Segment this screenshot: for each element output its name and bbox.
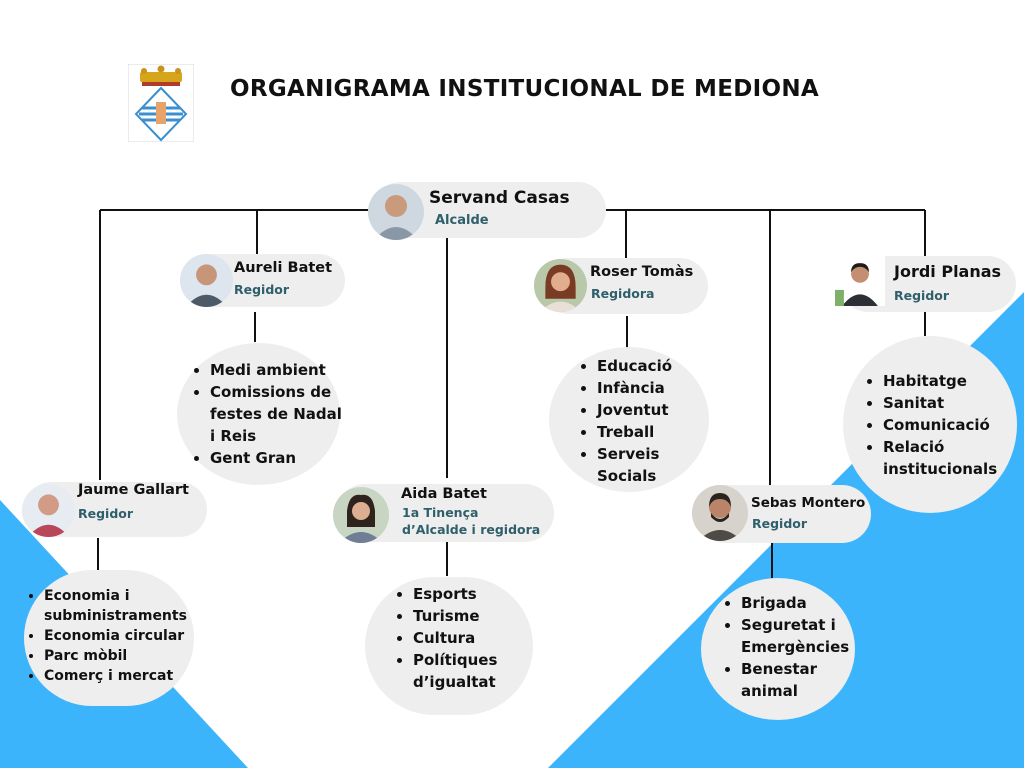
- area-item: Benestar animal: [741, 658, 871, 702]
- aureli-areas: Medi ambient Comissions de festes de Nad…: [177, 343, 342, 485]
- area-item: Polítiques d’igualtat: [413, 649, 543, 693]
- area-item: Relació institucionals: [883, 436, 1024, 480]
- aureli-avatar: [180, 254, 233, 307]
- area-item: Cultura: [413, 627, 543, 649]
- jaume-areas: Economia i subministraments Economia cir…: [24, 570, 194, 706]
- aida-areas: Esports Turisme Cultura Polítiques d’igu…: [365, 577, 533, 715]
- page-title: ORGANIGRAMA INSTITUCIONAL DE MEDIONA: [230, 76, 819, 102]
- area-item: Serveis Socials: [597, 443, 723, 487]
- aida-role-line2: d’Alcalde i regidora: [402, 522, 541, 537]
- mayor-name: Servand Casas: [429, 188, 570, 208]
- area-item: Educació: [597, 355, 723, 377]
- jordi-avatar: [835, 256, 885, 306]
- area-item: Turisme: [413, 605, 543, 627]
- roser-role: Regidora: [591, 286, 655, 301]
- jaume-role: Regidor: [78, 506, 134, 521]
- area-item: Habitatge: [883, 370, 1024, 392]
- aida-role-line1: 1a Tinença: [402, 505, 479, 520]
- roser-name: Roser Tomàs: [590, 264, 694, 280]
- sebas-avatar: [692, 485, 748, 541]
- aureli-role: Regidor: [234, 282, 290, 297]
- mayor-avatar: [368, 184, 424, 240]
- jordi-name: Jordi Planas: [894, 262, 1002, 281]
- area-item: Medi ambient: [210, 359, 350, 381]
- jaume-name: Jaume Gallart: [78, 482, 189, 498]
- mayor-role: Alcalde: [435, 213, 489, 228]
- area-item: Infància: [597, 377, 723, 399]
- area-item: Comerç i mercat: [44, 666, 210, 686]
- jordi-areas: Habitatge Sanitat Comunicació Relació in…: [843, 336, 1017, 513]
- roser-avatar: [534, 259, 587, 312]
- area-item: Parc mòbil: [44, 646, 210, 666]
- aureli-name: Aureli Batet: [234, 260, 333, 276]
- area-item: Comunicació: [883, 414, 1024, 436]
- aida-name: Aida Batet: [401, 486, 487, 502]
- area-item: Comissions de festes de Nadal i Reis: [210, 381, 350, 447]
- sebas-role: Regidor: [752, 516, 808, 531]
- area-item: Joventut: [597, 399, 723, 421]
- sebas-areas: Brigada Seguretat i Emergències Benestar…: [701, 578, 855, 720]
- area-item: Economia circular: [44, 626, 210, 646]
- area-item: Economia i subministraments: [44, 586, 210, 626]
- jaume-avatar: [22, 484, 75, 537]
- area-item: Treball: [597, 421, 723, 443]
- area-item: Seguretat i Emergències: [741, 614, 871, 658]
- area-item: Gent Gran: [210, 447, 350, 469]
- area-item: Esports: [413, 583, 543, 605]
- municipal-coat-of-arms-icon: [127, 63, 195, 143]
- area-item: Brigada: [741, 592, 871, 614]
- area-item: Sanitat: [883, 392, 1024, 414]
- sebas-name: Sebas Montero: [751, 495, 866, 511]
- aida-avatar: [333, 487, 389, 543]
- roser-areas: Educació Infància Joventut Treball Serve…: [549, 347, 709, 492]
- jordi-role: Regidor: [894, 288, 950, 303]
